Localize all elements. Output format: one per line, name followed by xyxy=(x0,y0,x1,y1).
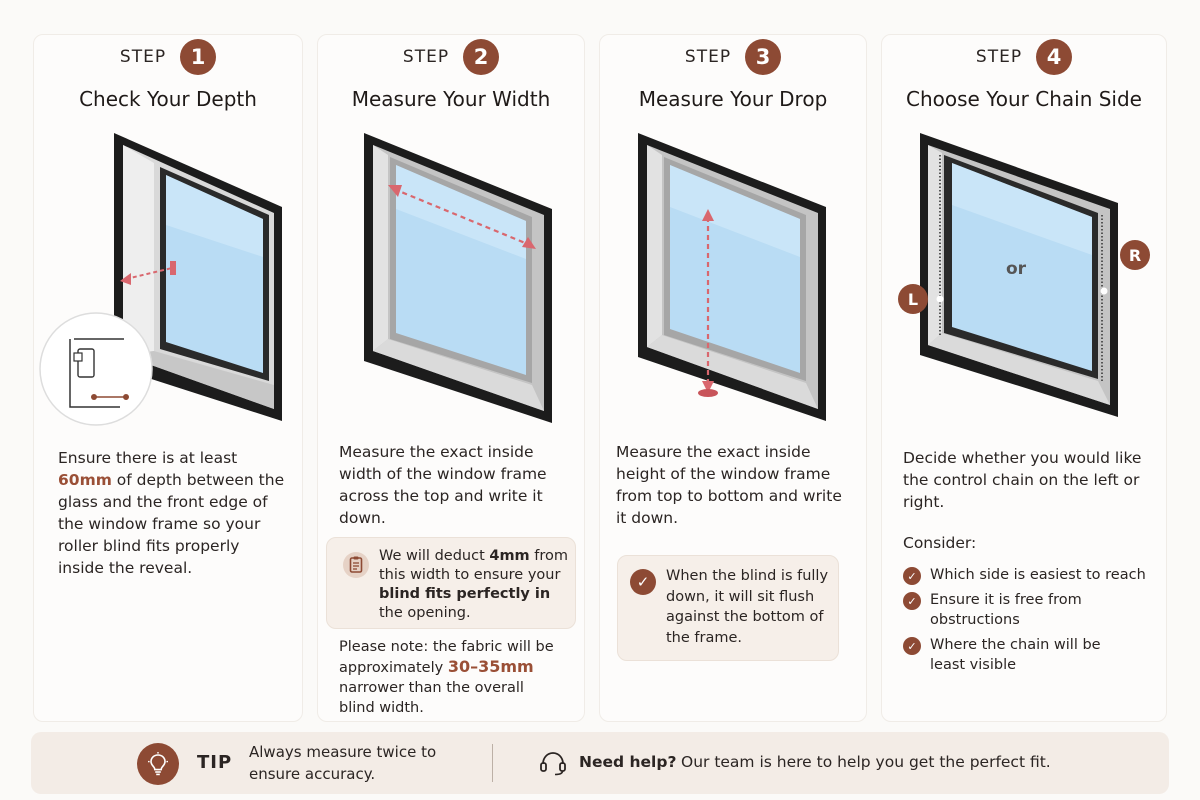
step-title: Choose Your Chain Side xyxy=(906,87,1142,111)
step-number-badge: 3 xyxy=(745,39,782,75)
step-number-badge: 4 xyxy=(1036,39,1073,75)
window-width-illustration xyxy=(364,133,552,423)
step-word: STEP xyxy=(975,47,1023,67)
depth-highlight: 60mm xyxy=(58,471,112,489)
tip-text: Always measure twice to ensure accuracy. xyxy=(249,743,437,783)
step-card-2: STEP 2 Measure Your Width Measure the ex… xyxy=(317,34,585,722)
step-description: Measure the exact inside height of the w… xyxy=(616,443,842,527)
check-circle-icon: ✓ xyxy=(903,637,921,655)
deduction-note: We will deduct 4mm from this width to en… xyxy=(326,537,576,629)
window-drop-illustration xyxy=(638,133,826,421)
step-card-1: STEP 1 Check Your Depth Ensure there is … xyxy=(33,34,303,722)
step-title: Measure Your Drop xyxy=(638,87,828,111)
lightbulb-icon xyxy=(137,743,179,785)
list-item: Which side is easiest to reach xyxy=(930,567,1146,583)
step-header: STEP 2 xyxy=(318,39,584,75)
list-item: Where the chain will be least visible xyxy=(930,637,1101,673)
left-chain-badge: L xyxy=(898,284,928,314)
step-description: Measure the exact inside width of the wi… xyxy=(339,443,547,527)
step-card-4: STEP 4 Choose Your Chain Side L R or Dec… xyxy=(881,34,1167,722)
step-number-badge: 2 xyxy=(463,39,500,75)
fabric-highlight: 30–35mm xyxy=(447,657,534,676)
step-word: STEP xyxy=(402,47,450,67)
footer-divider xyxy=(492,744,493,782)
step-title: Check Your Depth xyxy=(79,87,257,111)
step-word: STEP xyxy=(684,47,732,67)
consider-label: Consider: xyxy=(903,534,977,552)
list-item: Ensure it is free from obstructions xyxy=(930,592,1082,628)
step-description: Decide whether you would like the contro… xyxy=(903,449,1142,511)
or-label: or xyxy=(1006,259,1027,279)
step-header: STEP 3 xyxy=(600,39,866,75)
footer-bar: TIP Always measure twice to ensure accur… xyxy=(31,732,1169,794)
step-header: STEP 4 xyxy=(882,39,1166,75)
step-header: STEP 1 xyxy=(34,39,302,75)
window-depth-illustration xyxy=(39,133,282,426)
note-text: We will deduct 4mm from this width to en… xyxy=(379,548,569,621)
help-text: Our team is here to help you get the per… xyxy=(681,753,1051,771)
check-circle-icon: ✓ xyxy=(630,569,656,595)
right-chain-badge: R xyxy=(1120,240,1150,270)
step-number-badge: 1 xyxy=(180,39,217,75)
step-card-3: STEP 3 Measure Your Drop Measure the exa… xyxy=(599,34,867,722)
clipboard-icon xyxy=(343,552,369,578)
flush-note: ✓ When the blind is fully down, it will … xyxy=(617,555,839,661)
headset-icon xyxy=(540,752,566,776)
window-chain-illustration xyxy=(920,133,1118,417)
check-circle-icon: ✓ xyxy=(903,592,921,610)
note-text: When the blind is fully down, it will si… xyxy=(666,568,829,646)
tip-label: TIP xyxy=(197,752,233,773)
step-title: Measure Your Width xyxy=(351,87,551,111)
step-description: Ensure there is at least 60mm of depth b… xyxy=(58,449,285,577)
help-label: Need help? xyxy=(579,753,677,771)
check-circle-icon: ✓ xyxy=(903,567,921,585)
fabric-note: Please note: the fabric will be approxim… xyxy=(339,639,554,716)
step-word: STEP xyxy=(119,47,167,67)
